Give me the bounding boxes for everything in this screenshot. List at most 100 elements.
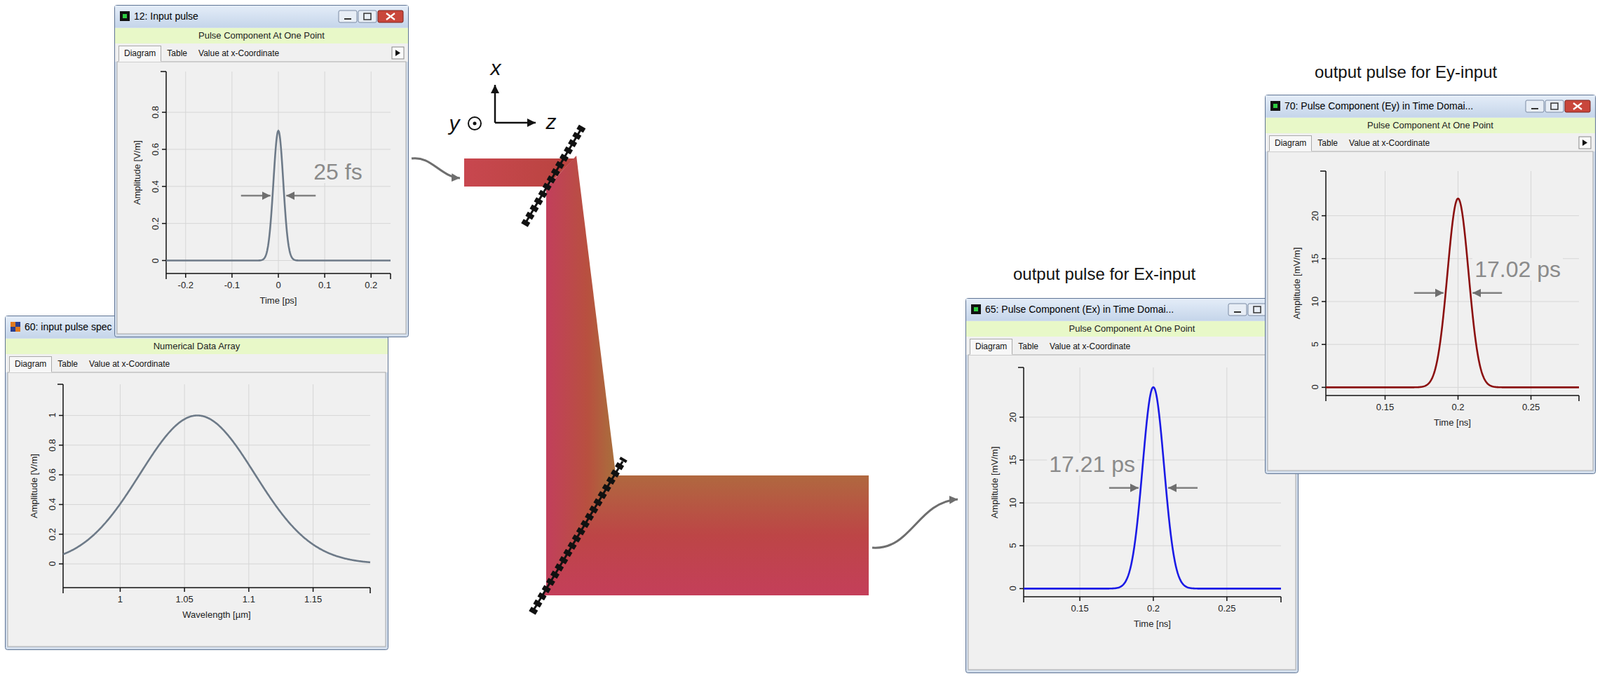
tick-label: 15 [1310, 253, 1320, 264]
tick-label: 0.4 [150, 180, 160, 193]
maximize-button [343, 323, 351, 331]
tick-mark [1022, 596, 1025, 603]
axis-title: Time [ps] [260, 295, 298, 305]
tab-label: Table [51, 356, 84, 373]
tick-mark [248, 587, 250, 592]
axis-arrow [494, 84, 497, 123]
tick-label: 0.6 [150, 143, 160, 156]
tab-strip [1265, 133, 1596, 152]
tab-strip [966, 336, 1298, 355]
grid-line [63, 533, 371, 535]
tick-label: 5 [1310, 342, 1320, 348]
tab-label: Value at x-Coordinate [192, 45, 285, 62]
out-of-plane-symbol [468, 117, 481, 130]
maximize-button [337, 321, 357, 334]
window-icon [973, 307, 979, 312]
title-bar [5, 316, 388, 338]
axis-title: Amplitude [V/m] [29, 453, 39, 519]
grid-line [63, 563, 371, 565]
pulse-curve [166, 131, 391, 261]
caption-bar [5, 338, 388, 355]
window-border [966, 298, 1299, 674]
maximize-button [358, 10, 377, 23]
tick-label: 0.1 [318, 280, 331, 290]
x-axis [1325, 394, 1579, 397]
tab-label: Table [1012, 338, 1044, 355]
tick-mark [58, 533, 64, 535]
axis-letter: x [490, 57, 502, 79]
more-button [1578, 136, 1591, 149]
tick-mark [1321, 343, 1326, 345]
window-title: 12: Input pulse [133, 4, 199, 28]
pulse-curve [63, 415, 371, 562]
tab-row: DiagramTableValue at x-Coordinate [118, 45, 285, 62]
out-of-plane-symbol [473, 121, 477, 126]
grating-grooves [524, 124, 584, 226]
x-axis [63, 586, 371, 589]
window-border [5, 316, 389, 650]
axis-title: Amplitude [mV/m] [1292, 247, 1302, 320]
window-icon [122, 14, 127, 19]
panel-caption: Pulse Component At One Point [1264, 117, 1596, 134]
tick-label: 0.25 [1522, 402, 1540, 412]
tab-label: Diagram [1269, 135, 1312, 152]
close-button [1564, 100, 1591, 113]
minimize-button [318, 321, 337, 334]
grid-line [370, 71, 372, 274]
width-annotation: 17.02 ps [1472, 258, 1563, 281]
tick-mark [312, 587, 315, 592]
minimize-button [1531, 107, 1539, 110]
tick-label: 0.8 [47, 438, 57, 452]
grid-line [63, 415, 371, 416]
grid-line [231, 71, 233, 274]
tick-label: 10 [1310, 296, 1320, 307]
tick-label: 0.15 [1070, 603, 1089, 613]
tick-mark [1321, 258, 1326, 260]
width-arrow [241, 194, 271, 198]
window-icon [1273, 103, 1278, 108]
grating-grooves [532, 458, 625, 613]
title-bar [1265, 95, 1596, 118]
window-icon [971, 304, 981, 315]
tick-label: 0.2 [47, 527, 57, 541]
tab-label: Value at x-Coordinate [1343, 135, 1436, 152]
window-icon [15, 321, 21, 327]
tick-mark [277, 273, 280, 278]
axis-letter: z [546, 111, 557, 133]
tick-label: 1.1 [242, 594, 256, 604]
width-annotation: 25 fs [311, 160, 364, 183]
tick-label: 0.25 [1217, 603, 1236, 613]
tick-mark [1325, 395, 1327, 402]
tab-row: DiagramTableValue at x-Coordinate [9, 356, 176, 373]
tick-mark [1457, 395, 1460, 400]
axis-title: Time [ns] [1133, 619, 1171, 629]
tick-label: 1.15 [304, 594, 322, 604]
tab-label: Diagram [118, 45, 162, 62]
tick-mark [1019, 459, 1024, 461]
window-icon [15, 326, 21, 332]
grid-line [1325, 215, 1579, 216]
tab-row: DiagramTableValue at x-Coordinate [1269, 135, 1436, 152]
tick-mark [1280, 596, 1282, 603]
plot-heading: output pulse for Ex-input [1013, 265, 1196, 283]
tick-mark [1321, 300, 1326, 303]
tick-mark [1019, 588, 1024, 590]
tab-label: Table [161, 45, 193, 62]
grid-line [1023, 502, 1281, 504]
close-button [357, 321, 383, 334]
tick-mark [58, 415, 64, 417]
grid-line [312, 384, 314, 588]
x-axis [1023, 595, 1281, 598]
plot-window: 65: Pulse Component (Ex) in Time Domai..… [965, 297, 1299, 674]
minimize-button [344, 18, 352, 20]
tick-mark [1152, 596, 1155, 601]
tick-mark [161, 260, 167, 262]
tick-mark [369, 587, 371, 594]
grid-line [63, 474, 371, 476]
tick-mark [185, 273, 187, 278]
grid-line [1457, 171, 1459, 396]
tick-mark [1321, 215, 1326, 217]
tick-mark [1384, 395, 1387, 400]
tick-mark [57, 383, 64, 385]
output-beam [542, 475, 869, 596]
